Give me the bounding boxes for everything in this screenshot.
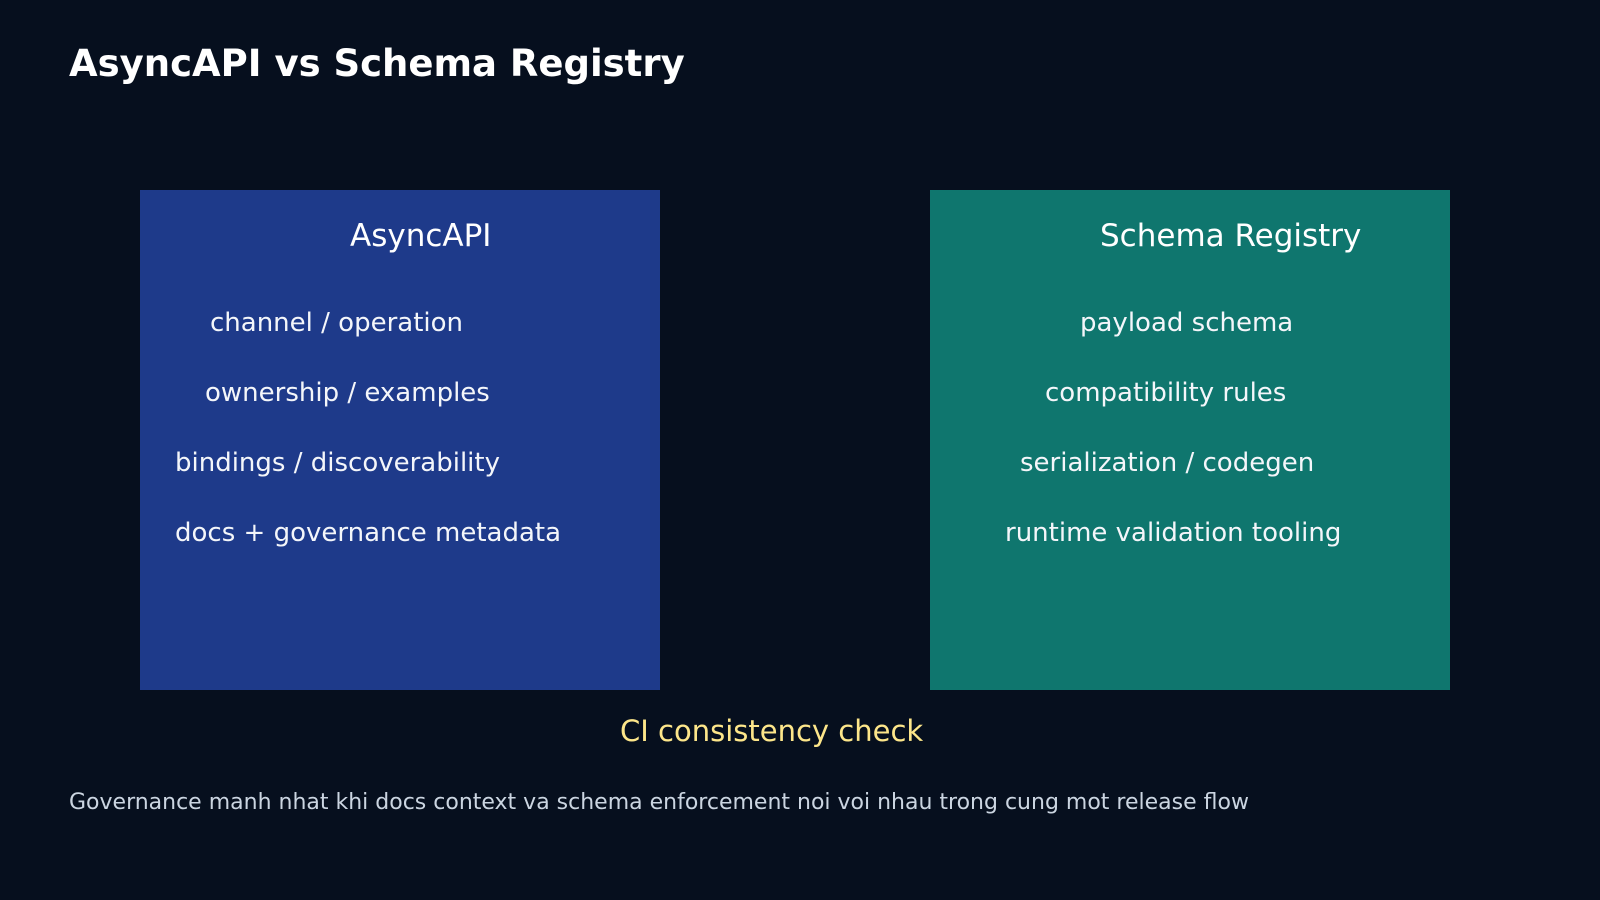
asyncapi-item: bindings / discoverability [175, 448, 500, 478]
schema-registry-item: runtime validation tooling [1005, 518, 1342, 548]
ci-consistency-label: CI consistency check [620, 714, 924, 748]
page-title: AsyncAPI vs Schema Registry [69, 42, 685, 85]
asyncapi-box: AsyncAPI channel / operation ownership /… [140, 190, 660, 690]
caption: Governance manh nhat khi docs context va… [69, 790, 1249, 815]
schema-registry-item: payload schema [1080, 308, 1294, 338]
asyncapi-item: ownership / examples [205, 378, 490, 408]
asyncapi-heading: AsyncAPI [350, 218, 492, 254]
schema-registry-heading: Schema Registry [1100, 218, 1362, 254]
schema-registry-item: serialization / codegen [1020, 448, 1315, 478]
schema-registry-box: Schema Registry payload schema compatibi… [930, 190, 1450, 690]
asyncapi-item: channel / operation [210, 308, 464, 338]
asyncapi-item: docs + governance metadata [175, 518, 562, 548]
schema-registry-item: compatibility rules [1045, 378, 1287, 408]
